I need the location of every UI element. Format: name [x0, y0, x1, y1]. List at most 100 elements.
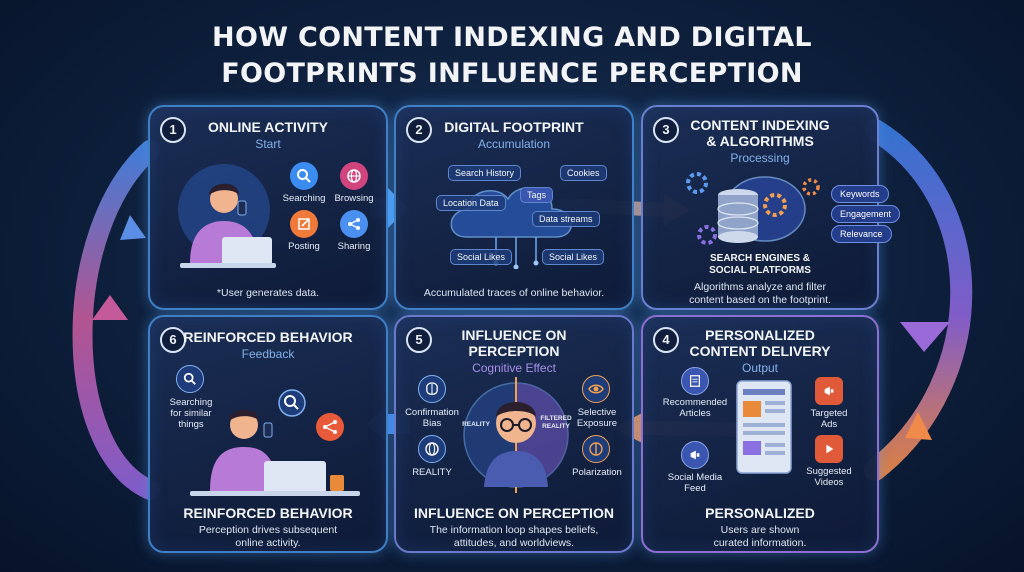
globe-icon-small: [418, 435, 446, 463]
step-3-caption-line-2: SOCIAL PLATFORMS: [709, 265, 811, 276]
step-4-footer-line-1: Users are shown: [720, 524, 800, 536]
content-feed-illustration: [736, 380, 792, 474]
page-title-line-1: HOW CONTENT INDEXING AND DIGITAL: [212, 22, 812, 53]
item-social-feed-line-1: Social Media: [667, 472, 723, 483]
step-3-caption-line-1: SEARCH ENGINES &: [709, 253, 810, 264]
eye-icon: [582, 375, 610, 403]
split-face-illustration: [463, 377, 569, 493]
page-title: HOW CONTENT INDEXING AND DIGITAL FOOTPRI…: [0, 20, 1024, 92]
step-2-title: DIGITAL FOOTPRINT: [444, 119, 584, 135]
step-1-footer: *User generates data.: [216, 287, 320, 299]
effect-selective-line-2: Exposure: [576, 418, 618, 429]
search-similar-label-line-2: for similar: [170, 408, 212, 419]
loop-arrowhead-right: [900, 322, 950, 352]
megaphone-icon: [815, 377, 843, 405]
effect-polarization-label: Polarization: [572, 467, 622, 478]
step-4-number: 4: [653, 327, 679, 353]
step-5-panel: 5 INFLUENCE ON PERCEPTION Cognitive Effe…: [394, 315, 634, 553]
loop-arrowhead-up: [92, 295, 128, 320]
effect-confirmation-line-1: Confirmation: [405, 407, 459, 418]
article-icon: [681, 367, 709, 395]
step-6-footer-line-1: Perception drives subsequent: [198, 524, 338, 536]
step-3-title-line-2: & ALGORITHMS: [706, 133, 814, 149]
step-5-title-line-1: INFLUENCE ON: [461, 327, 567, 343]
item-recommended-line-2: Articles: [679, 408, 711, 419]
searching-label: Searching: [282, 193, 326, 204]
browsing-label: Browsing: [334, 193, 374, 204]
loop-arrow-left: [72, 140, 160, 500]
keyword-pill-keywords: Keywords: [831, 185, 889, 203]
loop-arrowhead-bottom-right: [905, 412, 932, 440]
edit-icon: [290, 210, 318, 238]
posting-label: Posting: [288, 241, 320, 252]
step-5-footer-line-2: attitudes, and worldviews.: [453, 537, 575, 549]
globe-icon: [340, 162, 368, 190]
loop-arrowhead-top-left: [120, 215, 146, 240]
step-5-footer-heading: INFLUENCE ON PERCEPTION: [414, 505, 614, 521]
search-icon: [290, 162, 318, 190]
user-laptop-illustration-2: [190, 389, 360, 496]
tag-social-likes-1: Social Likes: [450, 249, 513, 265]
step-3-number: 3: [653, 117, 679, 143]
step-6-number: 6: [160, 327, 186, 353]
search-icon-small: [176, 365, 204, 393]
step-6-title: REINFORCED BEHAVIOR: [183, 329, 353, 345]
play-icon: [815, 435, 843, 463]
step-2-panel: 2 DIGITAL FOOTPRINT Accumulation Search …: [394, 105, 634, 310]
step-6-footer-heading: REINFORCED BEHAVIOR: [183, 505, 353, 521]
megaphone-icon-feed: [681, 441, 709, 469]
face-right-label-line-2: REALITY: [542, 423, 570, 430]
item-social-feed-line-2: Feed: [684, 483, 706, 494]
step-3-footer-line-2: content based on the footprint.: [689, 294, 831, 306]
step-2-subtitle: Accumulation: [477, 137, 551, 151]
keyword-pill-engagement: Engagement: [831, 205, 901, 223]
share-icon: [340, 210, 368, 238]
tag-location-data: Location Data: [436, 195, 506, 211]
tag-search-history: Search History: [448, 165, 522, 181]
search-similar-label-line-3: things: [178, 419, 204, 430]
item-recommended-line-1: Recommended: [662, 397, 728, 408]
search-similar-label-line-1: Searching: [169, 397, 213, 408]
step-4-subtitle: Output: [741, 361, 779, 375]
step-6-panel: 6 REINFORCED BEHAVIOR Feedback Searching…: [148, 315, 388, 553]
keyword-pill-relevance: Relevance: [831, 225, 892, 243]
step-2-footer: Accumulated traces of online behavior.: [423, 287, 605, 299]
item-targeted-line-2: Ads: [820, 419, 838, 430]
tag-cookies: Cookies: [560, 165, 607, 181]
step-3-panel: 3 CONTENT INDEXING & ALGORITHMS Processi…: [641, 105, 901, 310]
split-icon: [582, 435, 610, 463]
effect-confirmation-line-2: Bias: [422, 418, 442, 429]
step-3-subtitle: Processing: [730, 151, 790, 165]
step-5-title-line-2: PERCEPTION: [468, 343, 560, 359]
step-5-number: 5: [406, 327, 432, 353]
step-2-number: 2: [406, 117, 432, 143]
step-5-footer-line-1: The information loop shapes beliefs,: [429, 524, 599, 536]
tag-tags: Tags: [520, 187, 554, 203]
effect-selective-line-1: Selective: [577, 407, 617, 418]
tag-social-likes-2: Social Likes: [542, 249, 605, 265]
step-3-footer-line-1: Algorithms analyze and filter: [694, 281, 826, 293]
face-right-label-line-1: FILTERED: [540, 415, 572, 422]
step-4-footer-heading: PERSONALIZED: [705, 505, 815, 521]
step-4-panel: 4 PERSONALIZED CONTENT DELIVERY Output R…: [641, 315, 879, 553]
step-1-subtitle: Start: [255, 137, 281, 151]
step-6-subtitle: Feedback: [241, 347, 295, 361]
step-4-footer-line-2: curated information.: [713, 537, 807, 549]
step-3-title-line-1: CONTENT INDEXING: [690, 117, 830, 133]
step-4-title-line-2: CONTENT DELIVERY: [689, 343, 831, 359]
item-suggested-line-1: Suggested: [806, 466, 852, 477]
item-targeted-line-1: Targeted: [810, 408, 848, 419]
effect-reality-label: REALITY: [412, 467, 452, 478]
page-title-line-2: FOOTPRINTS INFLUENCE PERCEPTION: [221, 58, 803, 89]
database-brain-illustration: [686, 172, 820, 245]
user-laptop-illustration: [178, 164, 276, 268]
step-5-subtitle: Cognitive Effect: [472, 361, 556, 375]
item-suggested-line-2: Videos: [814, 477, 844, 488]
brain-icon: [418, 375, 446, 403]
step-1-panel: 1 ONLINE ACTIVITY Start Searching Browsi…: [148, 105, 388, 310]
tag-data-streams: Data streams: [532, 211, 600, 227]
step-1-title: ONLINE ACTIVITY: [207, 119, 329, 135]
sharing-label: Sharing: [337, 241, 371, 252]
step-1-number: 1: [160, 117, 186, 143]
step-4-title-line-1: PERSONALIZED: [705, 327, 815, 343]
